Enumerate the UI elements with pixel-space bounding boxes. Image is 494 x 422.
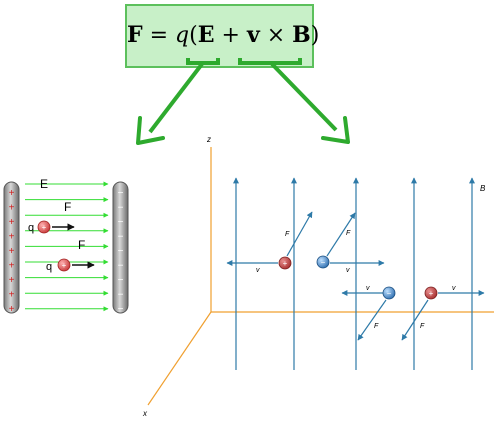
coordinate-axes [147,147,494,406]
plate-positive-sign: + [9,275,15,286]
velocity-label-4: v [452,285,456,292]
formula-equals: = [142,23,176,48]
force-arrow-2 [326,212,356,257]
plate-negative-sign: − [118,188,124,199]
negative-plate-signs: − − − − − − − − − [118,188,124,315]
plate-negative-sign: − [118,203,124,214]
plate-positive-sign: + [9,290,15,301]
positive-plate-signs: + + + + + + + + + [9,188,15,315]
plate-negative-sign: − [118,275,124,286]
particle-3: − v F [341,285,396,341]
electric-term-pointer-arrow [136,62,204,145]
lorentz-force-formula: F = q(E + v × B) [127,22,319,48]
positive-charge-top [37,220,51,234]
force-arrow-1 [286,211,313,257]
negative-charge-3 [382,286,396,300]
negative-charge-2 [316,255,330,269]
formula-close-paren: ) [310,23,320,48]
velocity-label-1: v [256,267,260,274]
formula-force: F [127,22,143,48]
charge-label-bottom: q [46,261,52,273]
electric-field-label: E [40,177,48,191]
plate-positive-sign: + [9,261,15,272]
force-label-4: F [420,323,425,330]
plate-negative-sign: − [118,246,124,257]
velocity-label-2: v [346,267,350,274]
plate-positive-sign: + [9,203,15,214]
formula-cross: × [259,23,293,48]
charge-label-top: q [28,222,34,234]
positive-charge-4 [424,286,438,300]
plate-negative-sign: − [118,217,124,228]
z-axis-label: z [206,135,211,144]
force-arrow-4 [401,299,429,341]
charge-sign-2: − [321,258,326,267]
plate-positive-sign: + [9,232,15,243]
x-axis-label: x [142,409,148,418]
charge-bottom: q + [46,258,95,273]
formula-plus: + [214,23,247,48]
electric-term-bracket [186,58,220,65]
magnetic-term-bracket [238,58,302,65]
velocity-label-3: v [366,285,370,292]
plate-positive-sign: + [9,217,15,228]
plate-positive-sign: + [9,246,15,257]
positive-plate: + + + + + + + + + [3,181,20,315]
charge-sign-bottom: + [62,261,67,270]
force-label-2: F [346,230,351,237]
force-label-top: F [64,200,71,214]
formula-magnetic-field: B [292,22,311,48]
positive-charge-1 [278,256,292,270]
formula-charge: q [175,23,190,48]
particle-4: + v F [401,285,485,341]
particle-1: + v F [226,211,313,274]
charge-sign-4: + [429,289,434,298]
plate-positive-sign: + [9,188,15,199]
formula-electric-field: E [197,22,215,48]
magnetic-term-pointer-arrow [270,62,350,144]
charge-top: q + [28,220,75,234]
negative-plate: − − − − − − − − − [112,181,129,315]
formula-velocity: v [246,22,260,48]
particle-2: − v F [316,212,385,274]
plate-positive-sign: + [9,304,15,315]
force-arrow-3 [357,299,387,341]
magnetic-field-label: B [480,184,486,193]
lorentz-force-formula-box: F = q(E + v × B) [125,4,319,68]
force-label-bottom: F [78,238,85,252]
charge-sign-1: + [283,259,288,268]
plate-negative-sign: − [118,290,124,301]
plate-negative-sign: − [118,232,124,243]
formula-open-paren: ( [189,23,198,48]
charge-sign-top: + [42,223,47,232]
force-label-1: F [285,231,290,238]
magnetic-field-lines [233,177,475,370]
x-axis [147,311,212,406]
plate-negative-sign: − [118,304,124,315]
charge-sign-3: − [387,289,392,298]
plate-negative-sign: − [118,261,124,272]
positive-charge-bottom [57,258,71,272]
force-label-3: F [374,323,379,330]
